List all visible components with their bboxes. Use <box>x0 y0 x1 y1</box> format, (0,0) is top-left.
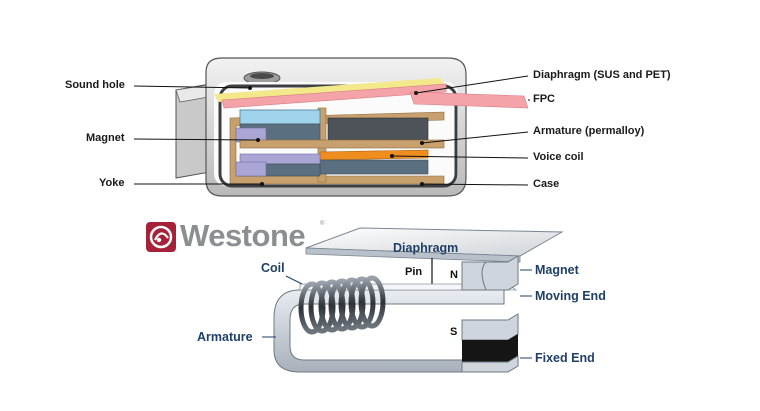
diaphragm-layer <box>221 83 447 109</box>
leader-sound-hole <box>133 85 251 89</box>
fixed-end-bottom <box>461 355 519 373</box>
sound-hole-opening <box>250 73 274 79</box>
magnet-lower-block <box>461 313 519 341</box>
label-pin: Pin <box>405 266 423 278</box>
westone-wordmark: Westone <box>180 218 306 253</box>
westone-emblem <box>146 222 176 252</box>
magnet-upper <box>239 109 321 125</box>
fixed-end-dark <box>462 334 518 362</box>
label-south-pole: S <box>450 326 458 338</box>
top-leader-lines <box>133 75 530 186</box>
label-voice-coil: Voice coil <box>533 151 584 163</box>
leader-case <box>421 183 529 186</box>
label-coil: Coil <box>261 261 285 275</box>
diaphragm-edge <box>305 247 521 263</box>
dot-diaphragm <box>414 91 418 95</box>
leader-diaphragm <box>415 75 529 94</box>
top-leader-dots <box>248 86 424 186</box>
label-armature-permalloy: Armature (permalloy) <box>533 125 645 137</box>
dot-armature <box>420 141 424 145</box>
label-north-pole: N <box>450 269 458 281</box>
label-magnet: Magnet <box>86 132 125 144</box>
voice-coil-body <box>319 159 429 175</box>
label-armature: Armature <box>197 330 253 344</box>
label-case: Case <box>533 178 560 190</box>
leader-magnet <box>133 138 259 141</box>
yoke-side-lower <box>235 161 267 177</box>
fpc-strip <box>409 91 529 109</box>
label-yoke: Yoke <box>99 177 125 189</box>
yellow-layer <box>214 78 446 102</box>
label-magnet-bottom: Magnet <box>535 263 579 277</box>
voice-coil <box>319 149 429 161</box>
armature-bar <box>239 139 445 149</box>
dark-block-upper <box>327 117 429 141</box>
coil <box>298 275 386 335</box>
leader-bottom-coil <box>285 275 303 285</box>
label-fixed-end: Fixed End <box>535 351 595 365</box>
label-moving-end: Moving End <box>535 289 606 303</box>
dot-case <box>420 182 424 186</box>
dot-sound-hole <box>248 86 252 90</box>
magnet-upper-block <box>461 255 519 291</box>
label-diaphragm-sus-pet: Diaphragm (SUS and PET) <box>533 69 671 81</box>
dot-voice-coil <box>390 154 394 158</box>
coil-loop-6 <box>348 276 376 330</box>
coil-loop-7 <box>358 275 386 329</box>
balanced-armature-diagram <box>262 227 564 373</box>
leader-armature <box>421 131 529 144</box>
label-diaphragm: Diaphragm <box>393 241 459 255</box>
registered-mark: ® <box>320 221 325 227</box>
label-fpc: FPC <box>533 93 555 105</box>
dot-yoke <box>260 182 264 186</box>
bottom-leader-lines <box>262 269 532 359</box>
magnet-upper-curl <box>481 261 487 291</box>
label-sound-hole: Sound hole <box>65 79 125 91</box>
leader-voice-coil <box>391 155 529 159</box>
receiver-cutaway <box>133 57 530 197</box>
dot-magnet <box>256 138 260 142</box>
